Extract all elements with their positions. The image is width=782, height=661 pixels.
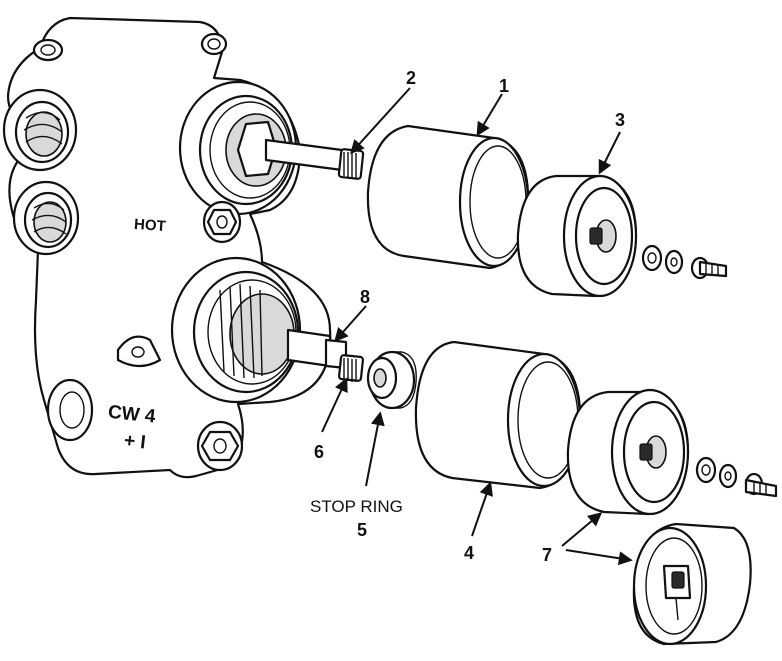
valve-body: HOT CW 4 + I (2, 16, 365, 479)
callout-4: 4 (464, 543, 474, 563)
arrow-7b (565, 549, 633, 566)
lower-screw-set (695, 456, 778, 498)
callout-5: 5 (357, 520, 367, 540)
lower-handle (566, 388, 690, 516)
hot-marking: HOT (133, 216, 166, 235)
arrow-5 (365, 411, 385, 487)
cw-marking: CW 4 (107, 402, 157, 428)
callout-3: 3 (615, 110, 625, 130)
callout-1: 1 (499, 76, 509, 96)
plus-marking: + I (123, 430, 147, 453)
callout-arrows (321, 87, 633, 566)
lower-stem (286, 328, 364, 382)
upper-stem (264, 138, 365, 180)
stop-ring (366, 350, 417, 410)
lower-port (12, 180, 80, 256)
upper-handle (516, 174, 638, 298)
arrow-4 (471, 481, 493, 537)
lower-knob (632, 522, 752, 646)
callout-2: 2 (406, 68, 416, 88)
upper-screw-set (641, 244, 728, 280)
callout-7: 7 (542, 545, 552, 565)
stop-ring-label: STOP RING (310, 497, 403, 516)
arrow-1 (476, 93, 503, 137)
lower-sleeve (414, 340, 582, 490)
arrow-3 (598, 131, 621, 175)
arrow-6 (321, 377, 348, 433)
callout-8: 8 (360, 287, 370, 307)
callout-6: 6 (314, 442, 324, 462)
arrow-8 (334, 305, 367, 343)
upper-sleeve (366, 124, 530, 270)
arrow-7a (561, 512, 603, 547)
arrow-2 (350, 87, 411, 155)
upper-port (2, 88, 78, 172)
